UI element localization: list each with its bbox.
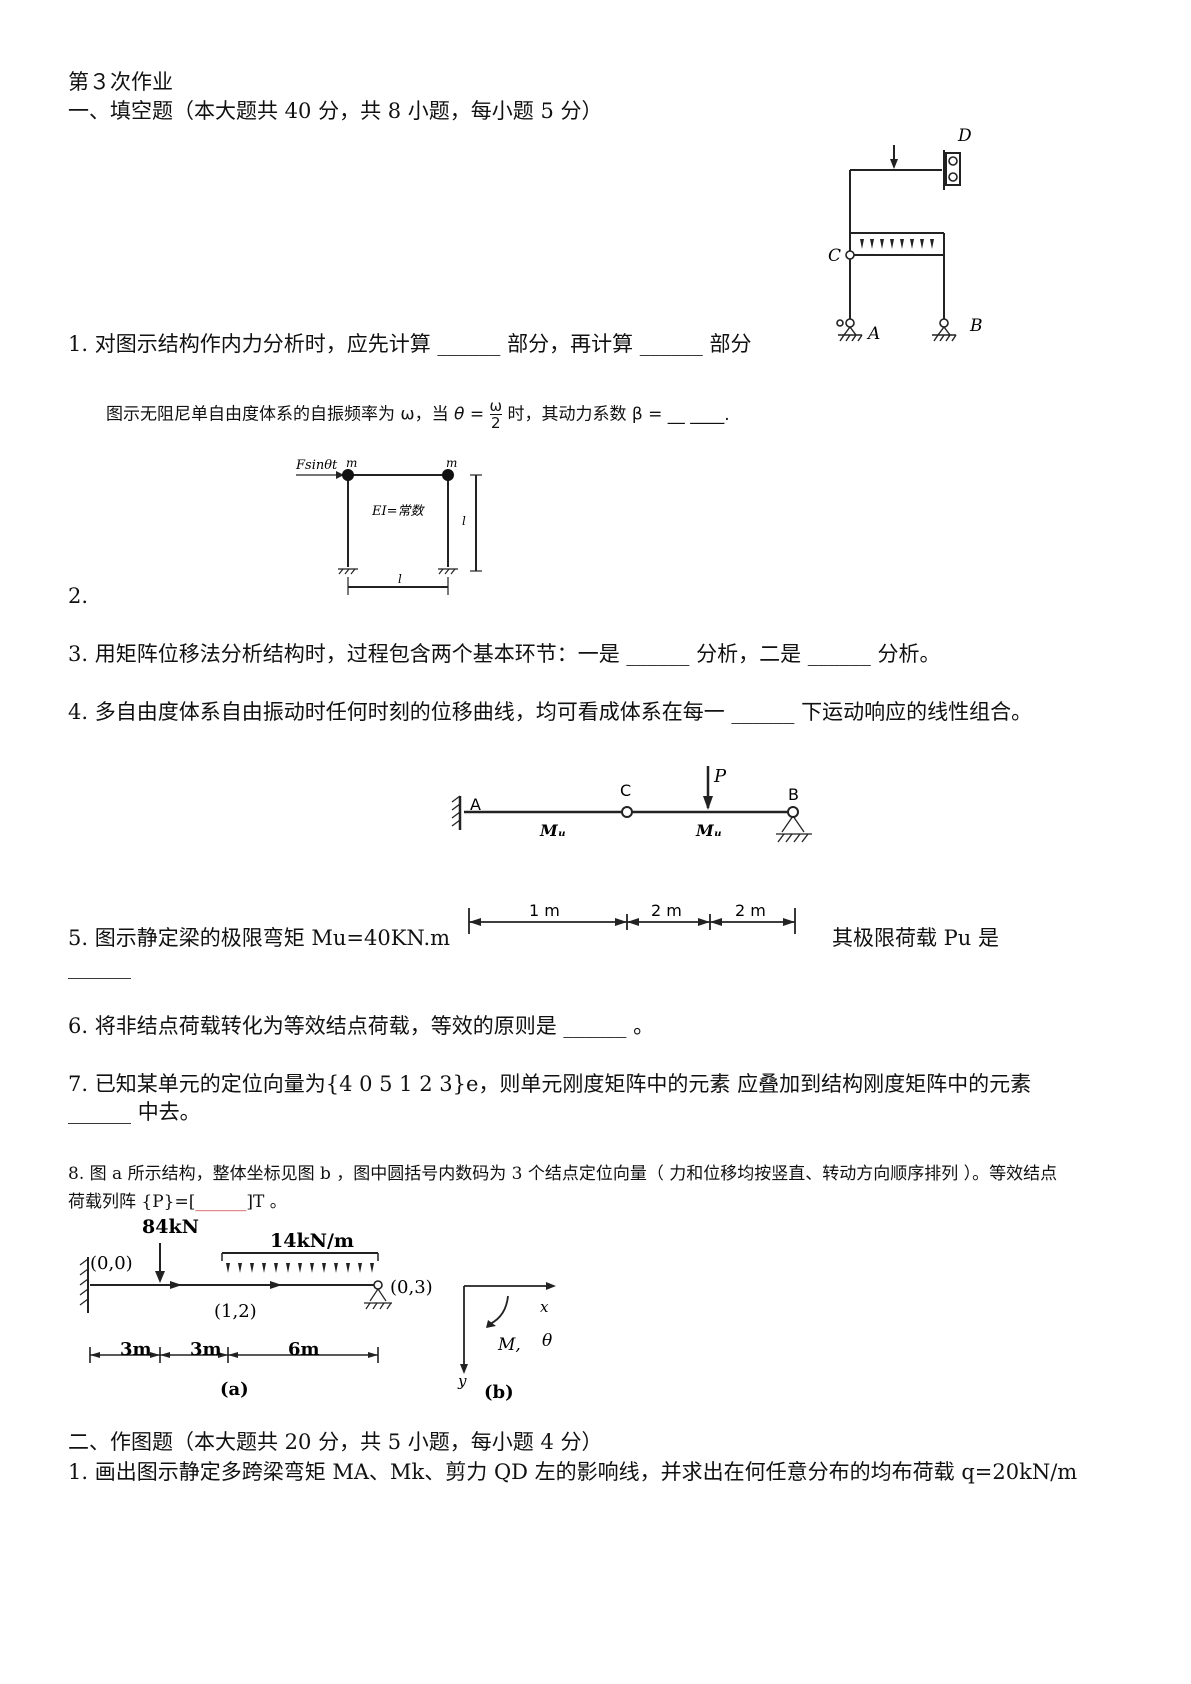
q8-question: 8. 图 a 所示结构，整体坐标见图 b ，图中圆括号内数码为 3 个结点定位向… (68, 1160, 1068, 1216)
q3-question: 3. 用矩阵位移法分析结构时，过程包含两个基本环节：一是 ______ 分析，二… (68, 642, 941, 666)
q2-statement: 图示无阻尼单自由度体系的自振频率为 ω，当 θ = ω 2 时，其动力系数 β … (106, 397, 730, 432)
q5-moment-2: Mᵤ (695, 821, 722, 840)
q8-caption-a: (a) (220, 1379, 249, 1400)
q1-frame-diagram: D C A B (828, 126, 983, 344)
q8-caption-b: (b) (484, 1382, 514, 1403)
q5-label-c: C (620, 781, 631, 800)
q2-mass-1: m (346, 456, 357, 470)
q2-length-v: l (462, 514, 466, 528)
q1-label-a: A (866, 324, 880, 344)
q5-dim-2: 2 m (651, 901, 682, 920)
q5-beam-diagram: P A C B Mᵤ Mᵤ (451, 766, 812, 843)
q5-question-a: 5. 图示静定梁的极限弯矩 Mu=40KN.m (68, 926, 451, 950)
q5-question-b: 其极限荷载 Pu 是 (832, 926, 1000, 950)
q5-moment-1: Mᵤ (539, 821, 566, 840)
page-title: 第３次作业 (68, 70, 173, 94)
q8-node-2: (1,2) (214, 1301, 257, 1322)
q6-blank[interactable]: ______ (563, 1014, 627, 1038)
q8-node-3: (0,3) (390, 1277, 433, 1298)
q5-label-b: B (788, 785, 799, 804)
q1-label-b: B (969, 316, 983, 336)
q3-blank-1[interactable]: ______ (626, 642, 690, 666)
q8-dim-3: 6m (288, 1339, 320, 1360)
q1-question: 1. 对图示结构作内力分析时，应先计算 ______ 部分，再计算 ______… (68, 332, 752, 356)
q8-node-1: (0,0) (90, 1253, 133, 1274)
q2-length-h: l (398, 572, 402, 586)
q8-blank[interactable]: ______ (195, 1192, 247, 1212)
q7-blank[interactable]: ______ (68, 1100, 131, 1124)
q2-force-label: Fsinθt (295, 458, 338, 473)
s2-q1-question: 1. 画出图示静定多跨梁弯矩 MA、Mk、剪力 QD 左的影响线，并求出在何任意… (68, 1460, 1078, 1484)
q5-dim-1: 1 m (529, 901, 560, 920)
q5-dimension-line: 1 m 2 m 2 m (468, 901, 796, 934)
section-heading-fill-in: 一、填空题（本大题共 40 分，共 8 小题，每小题 5 分） (68, 99, 603, 123)
q6-question: 6. 将非结点荷载转化为等效结点荷载，等效的原则是 ______ 。 (68, 1014, 655, 1038)
q8-figure-b: x y M, θ (b) (457, 1282, 556, 1403)
q8-figure-a: 84kN 14kN/m (0,0) (1,2) (0,3) 3m 3m 6m (… (79, 1216, 433, 1400)
q2-mass-2: m (446, 456, 457, 470)
q8-dist-load-label: 14kN/m (270, 1230, 354, 1252)
q8-axis-y: y (457, 1372, 467, 1390)
q2-number: 2. (68, 584, 89, 608)
q8-moment-label: M, (497, 1335, 521, 1355)
q8-axis-x: x (540, 1298, 549, 1316)
q4-blank[interactable]: ______ (731, 700, 795, 724)
q4-question: 4. 多自由度体系自由振动时任何时刻的位移曲线，均可看成体系在每一 ______… (68, 700, 1033, 724)
q1-blank-2[interactable]: ______ (639, 332, 703, 356)
q2-frame-diagram: Fsinθt m m EI=常数 l l (295, 456, 482, 595)
q8-load-label: 84kN (142, 1216, 199, 1238)
q1-label-c: C (828, 246, 841, 266)
q5-label-a: A (470, 795, 481, 814)
q7-question: 7. 已知某单元的定位向量为{4 0 5 1 2 3}e，则单元刚度矩阵中的元素… (68, 1072, 1032, 1124)
q3-blank-2[interactable]: ______ (807, 642, 871, 666)
q8-rotation-label: θ (542, 1331, 552, 1351)
q2-ei-label: EI=常数 (371, 504, 426, 519)
q1-label-d: D (957, 126, 972, 146)
q5-load-label: P (713, 766, 727, 787)
q1-blank-1[interactable]: ______ (437, 332, 501, 356)
q2-blank[interactable]: __ ____. (667, 404, 730, 425)
q5-dim-3: 2 m (735, 901, 766, 920)
q5-blank[interactable]: ______ (68, 955, 131, 979)
q8-dim-1: 3m (120, 1339, 152, 1360)
section-heading-drawing: 二、作图题（本大题共 20 分，共 5 小题，每小题 4 分） (68, 1430, 603, 1454)
q8-dim-2: 3m (190, 1339, 222, 1360)
